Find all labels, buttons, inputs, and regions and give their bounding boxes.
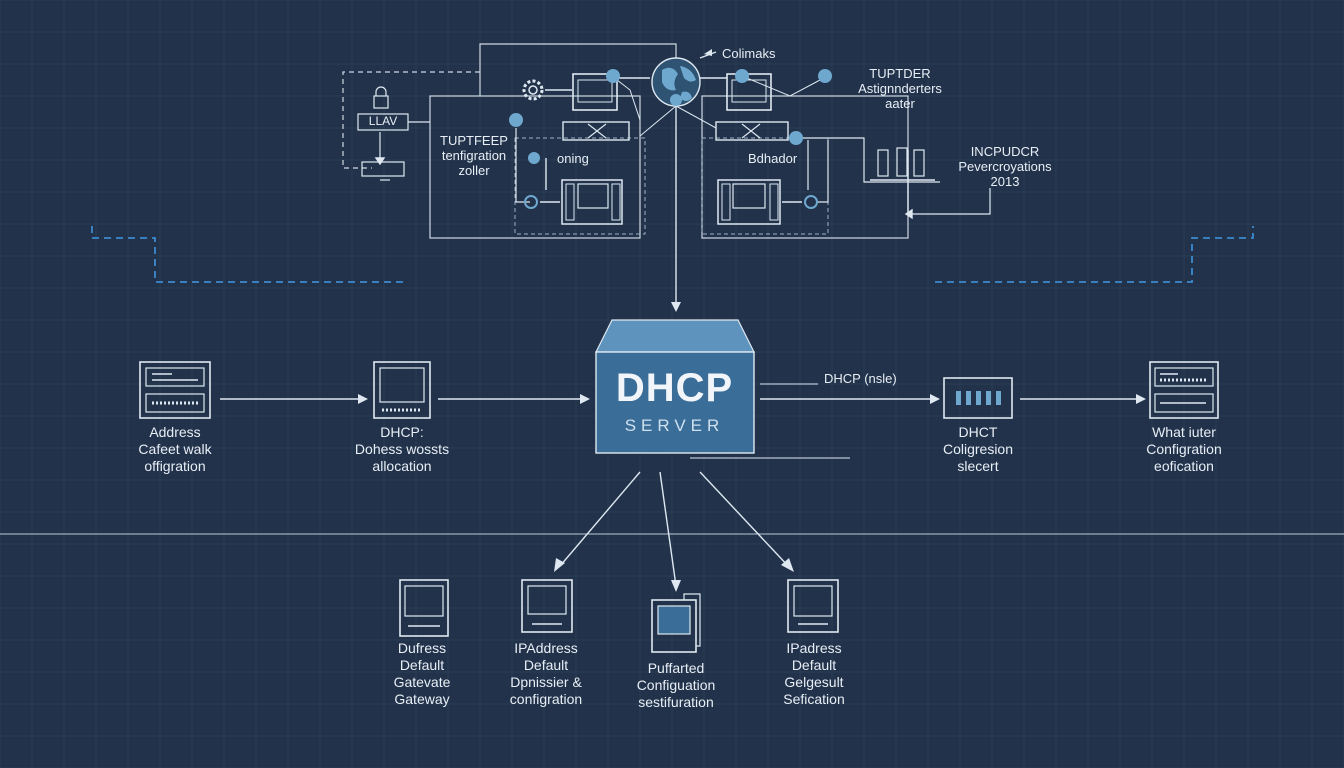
llav-arrow — [374, 157, 386, 166]
computer-icon-left — [561, 179, 623, 225]
label-client-1: Dufress Default Gatevate Gateway — [393, 640, 451, 707]
middle-left-device-1-icon — [139, 361, 211, 419]
dashed-step-right — [935, 226, 1254, 283]
computer-icon-right — [717, 179, 781, 225]
label-left-device-2: DHCP: Dohess wossts allocation — [354, 424, 450, 474]
monitor-icon-top-left — [572, 73, 618, 111]
small-monitor-icon — [361, 161, 405, 177]
monitor-icon-top-right — [726, 73, 772, 111]
label-tuptfeep: TUPTFEEP tenfigration zoller — [440, 133, 508, 178]
lock-icon — [373, 95, 389, 109]
client-2-icon — [521, 579, 573, 633]
llav-dashed-bracket — [342, 71, 480, 169]
llav-box — [357, 113, 409, 131]
top-right-dashed-frame — [701, 137, 829, 235]
label-dhcp-link: DHCP (nsle) — [824, 371, 897, 386]
switch-icon-right — [715, 121, 789, 141]
label-right-device-1: DHCT Coligresion slecert — [942, 424, 1014, 474]
label-client-2: IPAddress Default Dpnissier & configrati… — [509, 640, 583, 707]
label-client-4: IPadress Default Gelgesult Sefication — [783, 640, 845, 707]
client-3-icon — [651, 593, 701, 653]
switch-icon-left — [562, 121, 630, 141]
top-outer-line — [479, 43, 677, 96]
label-oning: oning — [557, 151, 589, 166]
top-left-dashed-frame — [514, 137, 646, 235]
middle-left-device-2-icon — [373, 361, 431, 419]
label-client-3: Puffarted Configuation sestifuration — [636, 660, 716, 710]
top-left-frame — [429, 95, 641, 239]
label-colimaks: Colimaks — [722, 46, 776, 61]
dashed-step-left — [91, 226, 408, 283]
label-llav: LLAV — [368, 114, 398, 128]
server-subtitle: SERVER — [624, 416, 725, 435]
middle-right-device-2-icon — [1149, 361, 1219, 419]
gear-icon — [522, 79, 544, 101]
client-4-icon — [787, 579, 839, 633]
rack-icon — [870, 147, 935, 181]
top-right-frame — [701, 95, 909, 239]
server-title: DHCP — [615, 366, 734, 410]
dhcp-server-box — [595, 319, 755, 454]
label-bdhador: Bdhador — [748, 151, 798, 166]
label-right-device-2: What iuter Configration eofication — [1146, 424, 1222, 474]
label-left-device-1: Address Cafeet walk offigration — [138, 424, 212, 474]
client-1-icon — [399, 579, 449, 637]
dhcp-server: DHCP SERVER — [596, 352, 753, 452]
label-incpudcr: INCPUDCR Pevercroyations 2013 — [958, 144, 1052, 189]
middle-right-device-1-icon — [943, 377, 1013, 419]
label-tuptder: TUPTDER Astignnderters aater — [858, 66, 942, 111]
